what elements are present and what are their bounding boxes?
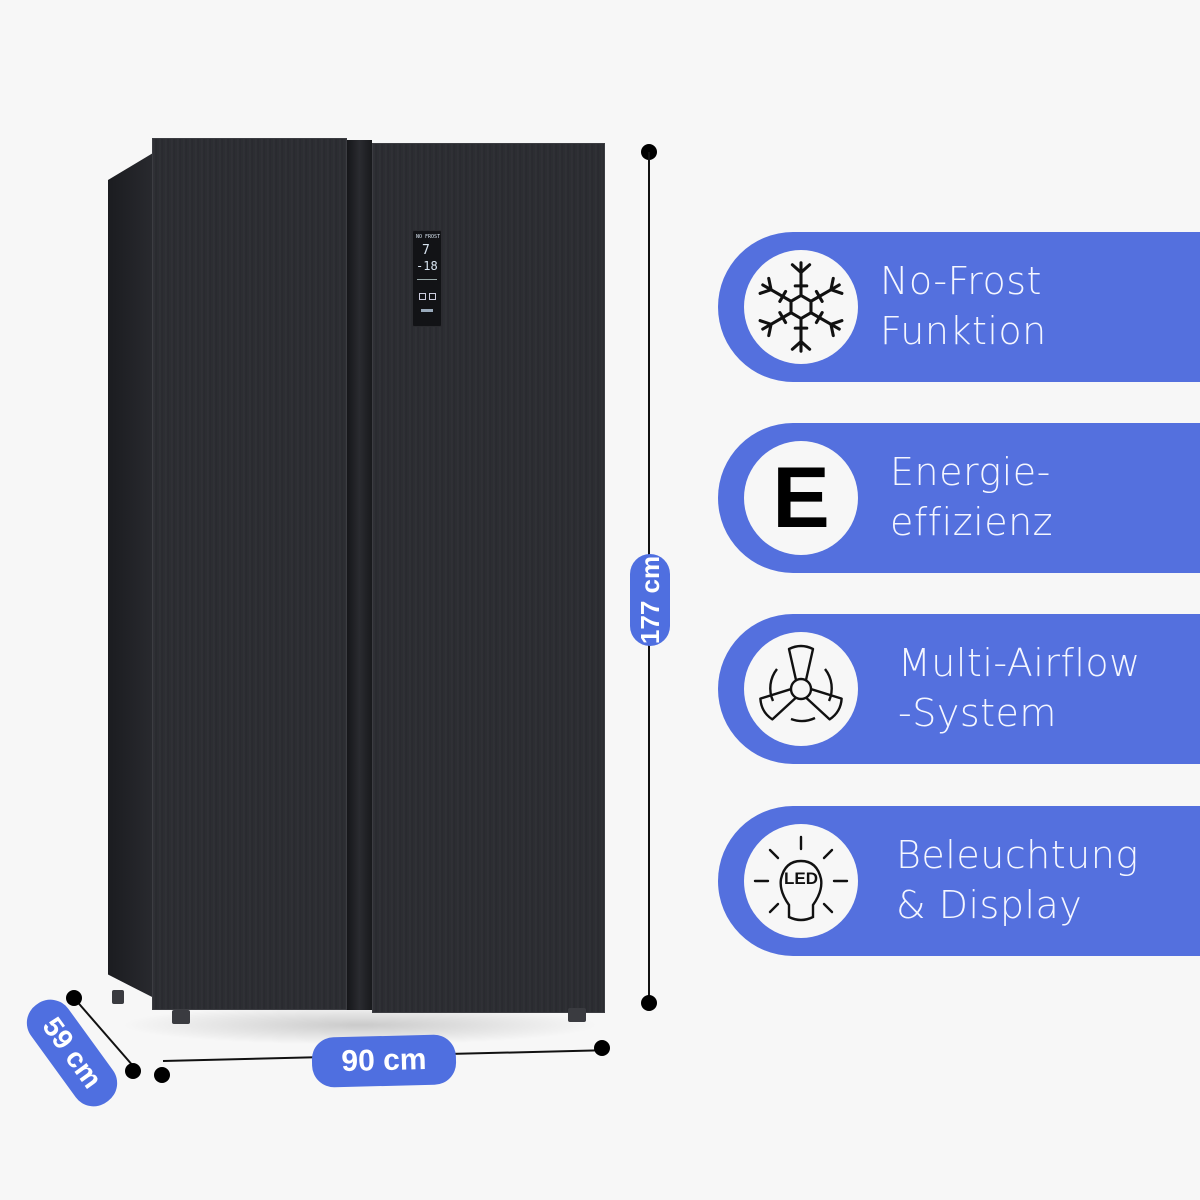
fridge-foot [112, 990, 124, 1004]
height-value: 177 cm [634, 555, 665, 645]
led-bulb-icon [753, 835, 849, 922]
feature-label-line2: & Display [896, 883, 1083, 927]
feature-label: Beleuchtung & Display [896, 830, 1139, 930]
display-divider [417, 279, 437, 280]
feature-multi-airflow: Multi-Airflow -System [718, 614, 1200, 764]
feature-label: Multi-Airflow -System [898, 638, 1141, 738]
feature-label-line1: No-Frost [880, 259, 1042, 303]
depth-label: 59 cm [18, 990, 126, 1116]
led-label: LED [784, 869, 818, 888]
fan-icon [756, 644, 846, 723]
feature-label-line2: effizienz [890, 500, 1054, 544]
control-display[interactable]: NO FROST 7 -18 [412, 230, 442, 327]
energy-class-e-icon: E [772, 450, 830, 546]
height-label: 177 cm [630, 554, 670, 646]
feature-label-line1: Energie- [890, 450, 1051, 494]
width-right-dot [594, 1040, 610, 1056]
feature-icon-circle [744, 632, 858, 746]
fridge-door-gap [347, 140, 372, 1010]
fridge-side-panel [108, 150, 158, 1000]
height-bottom-dot [641, 995, 657, 1011]
feature-icon-circle: LED [744, 824, 858, 938]
fridge-left-door [152, 138, 347, 1010]
feature-icon-circle: E [744, 441, 858, 555]
display-mode: NO FROST [416, 234, 441, 240]
feature-icon-circle [744, 250, 858, 364]
feature-lighting-display: LED Beleuchtung & Display [718, 806, 1200, 956]
feature-label-line2: Funktion [880, 309, 1047, 353]
feature-label: Energie- effizienz [890, 447, 1053, 547]
depth-bottom-dot [125, 1063, 141, 1079]
feature-label-line1: Beleuchtung [896, 833, 1139, 877]
display-temp-freezer: -18 [416, 259, 438, 273]
snowflake-icon [756, 261, 846, 353]
fridge-foot [568, 1008, 586, 1022]
width-value: 90 cm [341, 1042, 427, 1079]
fridge-right-door [372, 143, 605, 1013]
depth-top-dot [66, 990, 82, 1006]
display-button [419, 293, 426, 300]
display-button [421, 309, 433, 312]
display-temp-fridge: 7 [422, 243, 430, 258]
feature-label: No-Frost Funktion [880, 256, 1047, 356]
width-left-dot [154, 1067, 170, 1083]
feature-energy-efficiency: E Energie- effizienz [718, 423, 1200, 573]
feature-label-line1: Multi-Airflow [898, 641, 1141, 685]
feature-label-line2: -System [898, 691, 1057, 735]
display-button [429, 293, 436, 300]
width-label: 90 cm [311, 1034, 457, 1088]
fridge-foot [172, 1010, 190, 1024]
feature-no-frost: No-Frost Funktion [718, 232, 1200, 382]
